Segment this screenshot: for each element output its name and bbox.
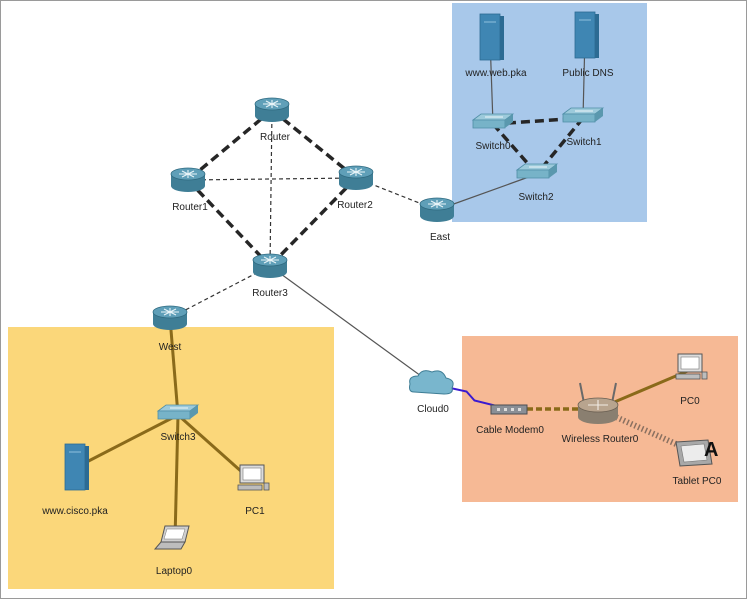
device-label-router: Router xyxy=(260,132,291,143)
modem-icon xyxy=(490,404,528,415)
device-router1[interactable]: Router1 xyxy=(170,167,208,213)
switch-icon xyxy=(471,113,515,129)
device-dns[interactable]: Public DNS xyxy=(562,11,614,79)
device-switch0[interactable]: Switch0 xyxy=(471,113,515,152)
device-label-cloud0: Cloud0 xyxy=(417,404,449,415)
device-label-router2: Router2 xyxy=(337,200,373,211)
router-icon xyxy=(152,305,188,330)
link-switch3-laptop0 xyxy=(173,414,180,541)
device-label-switch3: Switch3 xyxy=(160,432,195,443)
link-router-router1 xyxy=(186,108,274,182)
link-router1-router3 xyxy=(186,178,272,268)
switch-icon xyxy=(515,163,559,179)
device-label-web: www.web.pka xyxy=(464,68,527,79)
device-cisco[interactable]: www.cisco.pka xyxy=(41,443,108,517)
device-switch3[interactable]: Switch3 xyxy=(156,404,200,443)
tablet-icon xyxy=(675,439,713,467)
device-pc0[interactable]: PC0 xyxy=(675,353,708,407)
device-label-router1: Router1 xyxy=(172,202,208,213)
link-router-router2 xyxy=(270,108,358,180)
link-router3-cloud0 xyxy=(269,265,433,385)
device-modem0[interactable]: Cable Modem0 xyxy=(476,404,544,436)
device-label-switch1: Switch1 xyxy=(566,137,601,148)
device-laptop0[interactable]: Laptop0 xyxy=(153,525,193,577)
router-icon xyxy=(170,167,206,192)
device-label-pc1: PC1 xyxy=(245,506,265,517)
zone-bottom-left xyxy=(8,327,334,589)
link-router1-router2 xyxy=(187,177,357,181)
link-switch3-cisco xyxy=(74,413,179,470)
device-label-switch2: Switch2 xyxy=(518,192,553,203)
link-router3-west xyxy=(169,265,271,319)
device-label-laptop0: Laptop0 xyxy=(156,566,193,577)
router-icon xyxy=(252,253,288,278)
link-switch0-switch2 xyxy=(491,122,539,176)
router-icon xyxy=(419,197,455,222)
device-east[interactable]: East xyxy=(419,197,455,243)
link-router-router3 xyxy=(269,109,273,267)
wireless-router-icon xyxy=(577,382,619,424)
router-icon xyxy=(254,97,290,122)
router-icon xyxy=(338,165,374,190)
switch-icon xyxy=(156,404,200,420)
device-wrouter0[interactable]: Wireless Router0 xyxy=(562,382,639,445)
device-router2[interactable]: Router2 xyxy=(337,165,374,211)
callout-label: A xyxy=(704,439,718,461)
device-label-east: East xyxy=(430,232,450,243)
device-label-switch0: Switch0 xyxy=(475,141,510,152)
link-router2-router3 xyxy=(268,176,358,268)
device-web[interactable]: www.web.pka xyxy=(464,13,527,79)
device-label-router3: Router3 xyxy=(252,288,288,299)
device-label-dns: Public DNS xyxy=(562,68,613,79)
device-switch1[interactable]: Switch1 xyxy=(561,107,605,148)
link-wrouter0-tablet0 xyxy=(596,406,696,455)
device-label-pc0: PC0 xyxy=(680,396,700,407)
server-icon xyxy=(574,11,599,59)
server-icon xyxy=(479,13,504,61)
device-switch2[interactable]: Switch2 xyxy=(515,163,559,203)
pc-icon xyxy=(237,464,270,491)
device-router[interactable]: Router xyxy=(254,97,291,143)
switch-icon xyxy=(561,107,605,123)
device-label-cisco: www.cisco.pka xyxy=(41,506,108,517)
device-tablet0[interactable]: Tablet PC0 xyxy=(673,439,722,487)
laptop-icon xyxy=(153,525,190,550)
link-west-switch3 xyxy=(168,317,180,416)
server-icon xyxy=(64,443,89,491)
device-west[interactable]: West xyxy=(152,305,188,353)
cloud-icon xyxy=(409,370,454,395)
pc-icon xyxy=(675,353,708,380)
device-label-west: West xyxy=(159,342,182,353)
device-pc1[interactable]: PC1 xyxy=(237,464,270,517)
device-label-tablet0: Tablet PC0 xyxy=(673,476,722,487)
device-label-modem0: Cable Modem0 xyxy=(476,425,544,436)
device-label-wrouter0: Wireless Router0 xyxy=(562,434,639,445)
device-cloud0[interactable]: Cloud0 xyxy=(409,370,454,415)
device-router3[interactable]: Router3 xyxy=(252,253,288,299)
